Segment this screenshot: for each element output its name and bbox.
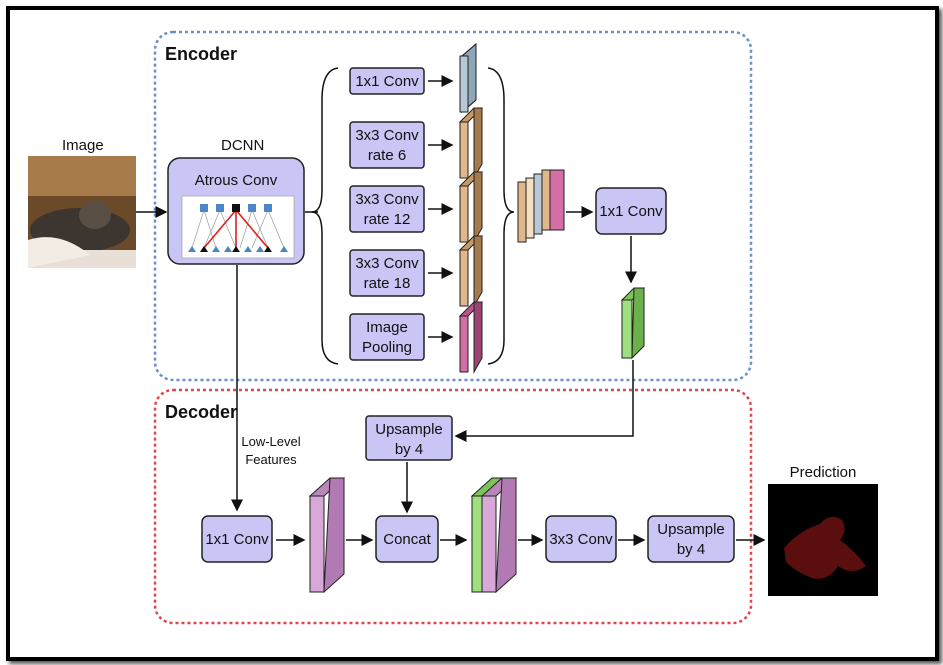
svg-text:Concat: Concat	[383, 531, 431, 548]
aspp-row-pooling: Image Pooling	[349, 301, 484, 374]
decoder-region	[153, 388, 753, 625]
svg-text:rate 18: rate 18	[364, 275, 411, 292]
input-label: Image	[62, 137, 104, 154]
decoder-upsample-1	[365, 415, 453, 461]
lowlevel-feature-slab	[308, 477, 346, 594]
svg-text:3x3 Conv: 3x3 Conv	[355, 127, 419, 144]
decoder-concat-block	[375, 515, 439, 563]
svg-text:1x1 Conv: 1x1 Conv	[205, 531, 269, 548]
svg-text:3x3 Conv: 3x3 Conv	[355, 191, 419, 208]
svg-text:3x3 Conv: 3x3 Conv	[549, 531, 613, 548]
aspp-concat-stack	[517, 169, 565, 243]
svg-text:1x1 Conv: 1x1 Conv	[355, 73, 419, 90]
aspp-row-1x1: 1x1 Conv	[349, 42, 477, 114]
encoder-conv-label: 1x1 Conv	[599, 203, 663, 220]
decoder-title: Decoder	[165, 402, 237, 422]
svg-text:by 4: by 4	[677, 541, 705, 558]
svg-text:Upsample: Upsample	[375, 421, 443, 438]
dcnn-label: DCNN	[221, 137, 264, 154]
aspp-row-rate12: 3x3 Conv rate 12	[349, 171, 484, 244]
encoder-output-feature	[620, 287, 646, 360]
input-image	[28, 156, 136, 268]
atrous-conv-icon	[181, 195, 295, 259]
decoder-concat-slab	[470, 477, 518, 594]
svg-text:Image: Image	[366, 319, 408, 336]
atrous-conv-label: Atrous Conv	[195, 172, 278, 189]
encoder-region	[153, 30, 753, 382]
aspp-bracket-left	[311, 67, 339, 365]
aspp-row-rate18: 3x3 Conv rate 18	[349, 235, 484, 308]
low-level-label-1: Low-Level	[241, 434, 300, 449]
svg-text:rate 12: rate 12	[364, 211, 411, 228]
decoder-conv1x1-block	[201, 515, 273, 563]
decoder-upsample-2	[647, 515, 735, 563]
aspp-bracket-right	[487, 67, 515, 365]
svg-text:by 4: by 4	[395, 441, 423, 458]
low-level-label-2: Features	[245, 452, 297, 467]
svg-text:Pooling: Pooling	[362, 339, 412, 356]
svg-text:Upsample: Upsample	[657, 521, 725, 538]
decoder-conv3x3-block	[545, 515, 617, 563]
encoder-conv-block	[595, 187, 667, 235]
aspp-row-rate6: 3x3 Conv rate 6	[349, 107, 484, 180]
prediction-label: Prediction	[790, 464, 857, 481]
svg-text:rate 6: rate 6	[368, 147, 406, 164]
encoder-title: Encoder	[165, 44, 237, 64]
prediction-mask	[768, 484, 878, 596]
svg-text:3x3 Conv: 3x3 Conv	[355, 255, 419, 272]
